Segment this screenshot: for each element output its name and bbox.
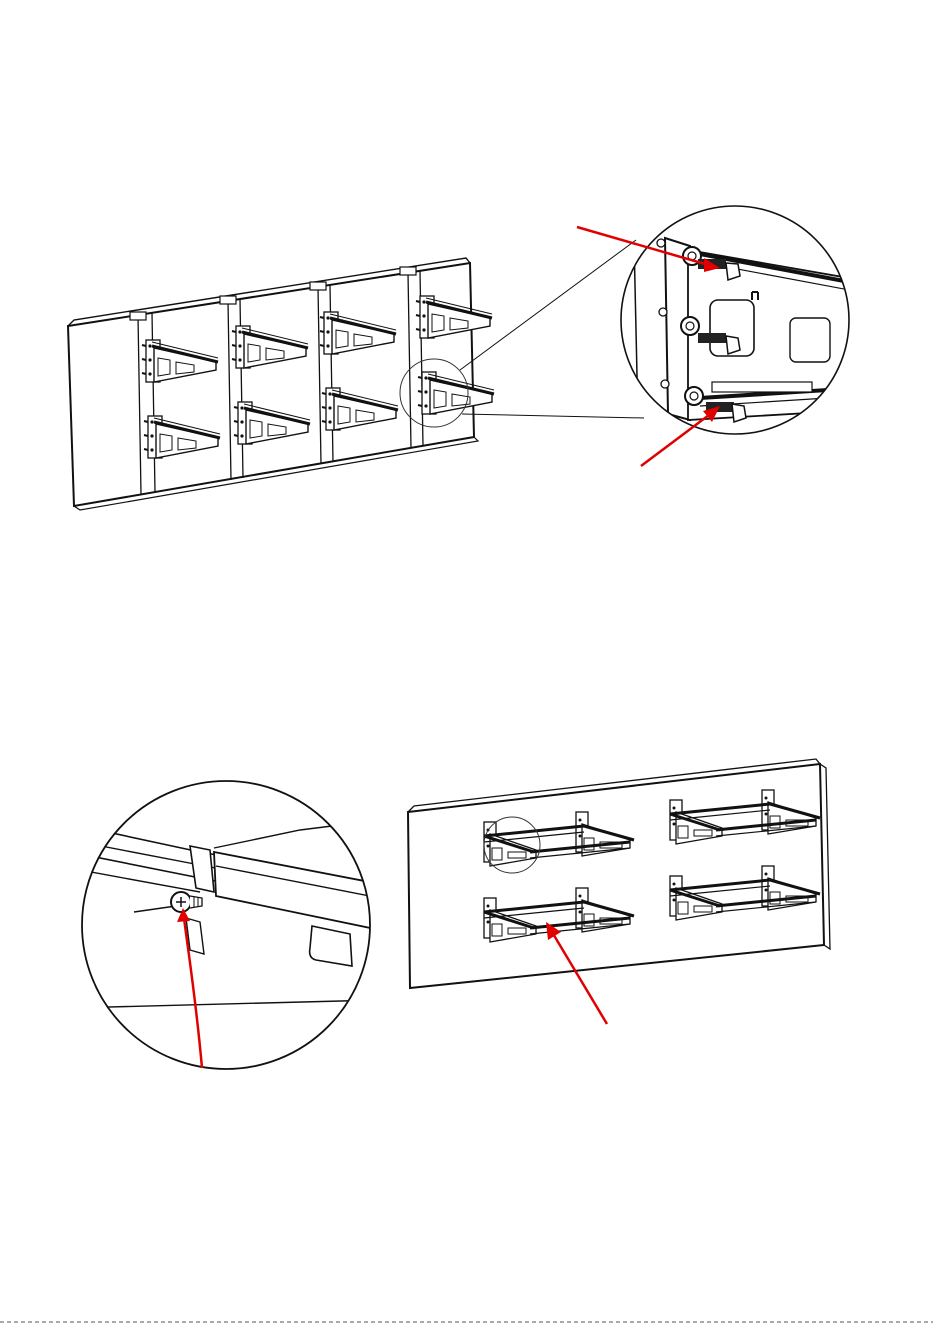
- screw-detail-magnified: [70, 781, 380, 1069]
- screw-detail-circle-outline: [82, 781, 370, 1069]
- figure-wall-panels: [68, 200, 860, 510]
- detail-leader-upper: [460, 240, 636, 370]
- detail-leader-lower: [462, 414, 644, 418]
- wall-panel-front: [68, 263, 474, 506]
- figure-shelf-wall: [408, 759, 830, 988]
- bolt-detail-magnified: [620, 200, 860, 434]
- screw: [134, 892, 202, 912]
- arrow-bottom-bolt: [641, 412, 713, 466]
